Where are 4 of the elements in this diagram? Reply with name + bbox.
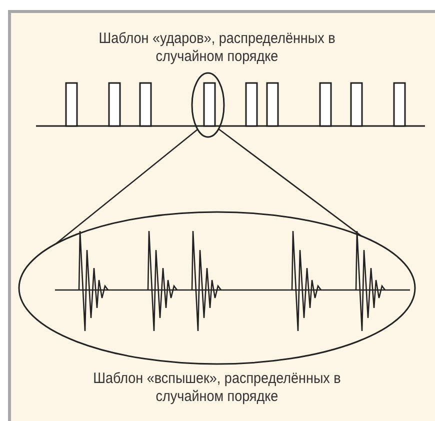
connector-line bbox=[218, 128, 362, 237]
caption-text: Шаблон «ударов», распределённых в случайном порядке bbox=[98, 30, 336, 66]
connector-line bbox=[56, 129, 198, 244]
caption-text: Шаблон «вспышек», распределённых в случайном порядке bbox=[92, 370, 342, 406]
